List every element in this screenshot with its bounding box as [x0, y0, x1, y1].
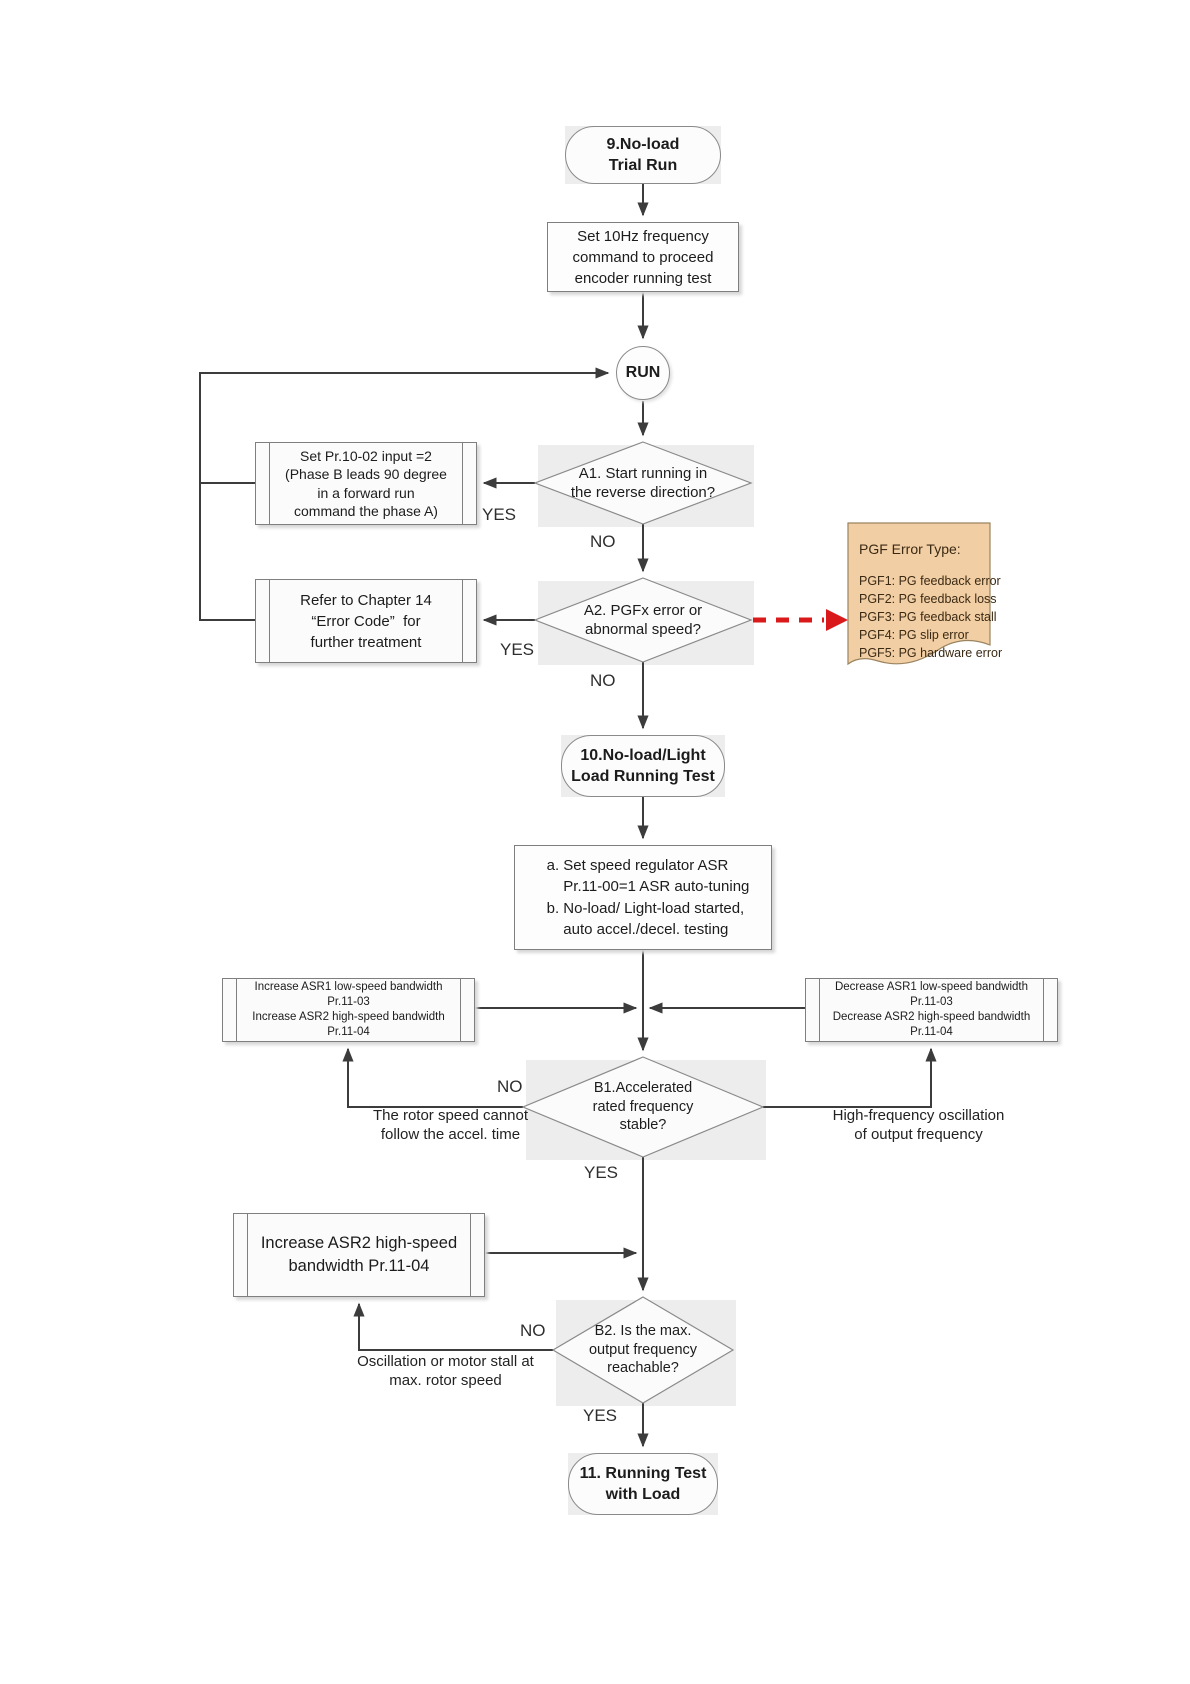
action-decrease-asr-bandwidth-label: Decrease ASR1 low-speed bandwidth Pr.11-… — [832, 981, 1031, 1038]
decision-b2: B2. Is the max. output frequency reachab… — [553, 1306, 733, 1394]
label-a2-yes: YES — [500, 640, 535, 659]
note-b1-no: The rotor speed cannot follow the accel.… — [372, 1107, 529, 1143]
action-asr-setup: a. Set speed regulator ASR Pr.11-00=1 AS… — [514, 845, 772, 950]
label-b2-no: NO — [520, 1321, 546, 1340]
action-refer-chapter14-label: Refer to Chapter 14 “Error Code” for fur… — [300, 591, 432, 651]
decision-a1-label: A1. Start running in the reverse directi… — [570, 465, 716, 501]
pgf-note-title: PGF Error Type: — [859, 541, 961, 557]
decision-b2-label: B2. Is the max. output frequency reachab… — [588, 1323, 698, 1377]
run-circle: RUN — [616, 346, 670, 400]
label-a1-no: NO — [590, 532, 616, 551]
pgf-note-shape — [847, 522, 991, 666]
action-increase-asr-bandwidth-label: Increase ASR1 low-speed bandwidth Pr.11-… — [252, 981, 445, 1038]
pgf-note-items: PGF1: PG feedback error PGF2: PG feedbac… — [859, 574, 1003, 660]
action-decrease-asr-bandwidth: Decrease ASR1 low-speed bandwidth Pr.11-… — [805, 978, 1058, 1042]
decision-diamonds — [521, 441, 765, 1404]
action-increase-asr-bandwidth: Increase ASR1 low-speed bandwidth Pr.11-… — [222, 978, 475, 1042]
decision-b1: B1.Accelerated rated frequency stable? — [523, 1066, 763, 1148]
flow-arrows — [199, 184, 937, 1448]
end-terminator-label: 11. Running Test with Load — [579, 1465, 707, 1503]
decision-a2-label: A2. PGFx error or abnormal speed? — [583, 602, 703, 638]
decision-a2-shape — [533, 577, 753, 663]
set-frequency-label: Set 10Hz frequency command to proceed en… — [572, 227, 714, 287]
set-frequency-step: Set 10Hz frequency command to proceed en… — [547, 222, 739, 292]
action-set-pr10-02-label: Set Pr.10-02 input =2 (Phase B leads 90 … — [285, 447, 447, 520]
action-increase-asr2-bandwidth-label: Increase ASR2 high-speed bandwidth Pr.11… — [260, 1234, 458, 1275]
decision-b1-label: B1.Accelerated rated frequency stable? — [592, 1080, 694, 1134]
label-a1-yes: YES — [482, 505, 517, 524]
label-b1-yes: YES — [584, 1163, 619, 1182]
action-asr-setup-label: a. Set speed regulator ASR Pr.11-00=1 AS… — [546, 856, 750, 939]
action-increase-asr2-bandwidth: Increase ASR2 high-speed bandwidth Pr.11… — [233, 1213, 485, 1297]
label-a2-no: NO — [590, 671, 616, 690]
label-b2-yes: YES — [583, 1406, 618, 1425]
start-terminator-label: 9.No-load Trial Run — [606, 136, 680, 174]
decision-a1-shape — [533, 441, 753, 525]
note-b2-no: Oscillation or motor stall at max. rotor… — [357, 1353, 534, 1389]
terminator-no-load-test-label: 10.No-load/Light Load Running Test — [571, 747, 715, 785]
red-dashed-arrow — [753, 609, 848, 631]
decision-b1-shape — [521, 1056, 765, 1158]
action-set-pr10-02: Set Pr.10-02 input =2 (Phase B leads 90 … — [255, 442, 477, 525]
run-label: RUN — [625, 364, 661, 381]
note-b1-right: High-frequency oscillation of output fre… — [832, 1107, 1005, 1143]
decision-a1: A1. Start running in the reverse directi… — [535, 451, 751, 515]
end-terminator: 11. Running Test with Load — [568, 1453, 718, 1515]
decision-b2-shape — [551, 1296, 735, 1404]
start-terminator: 9.No-load Trial Run — [565, 126, 721, 184]
terminator-no-load-test: 10.No-load/Light Load Running Test — [561, 735, 725, 797]
label-b1-no: NO — [497, 1077, 523, 1096]
action-refer-chapter14: Refer to Chapter 14 “Error Code” for fur… — [255, 579, 477, 663]
decision-a2: A2. PGFx error or abnormal speed? — [535, 587, 751, 653]
